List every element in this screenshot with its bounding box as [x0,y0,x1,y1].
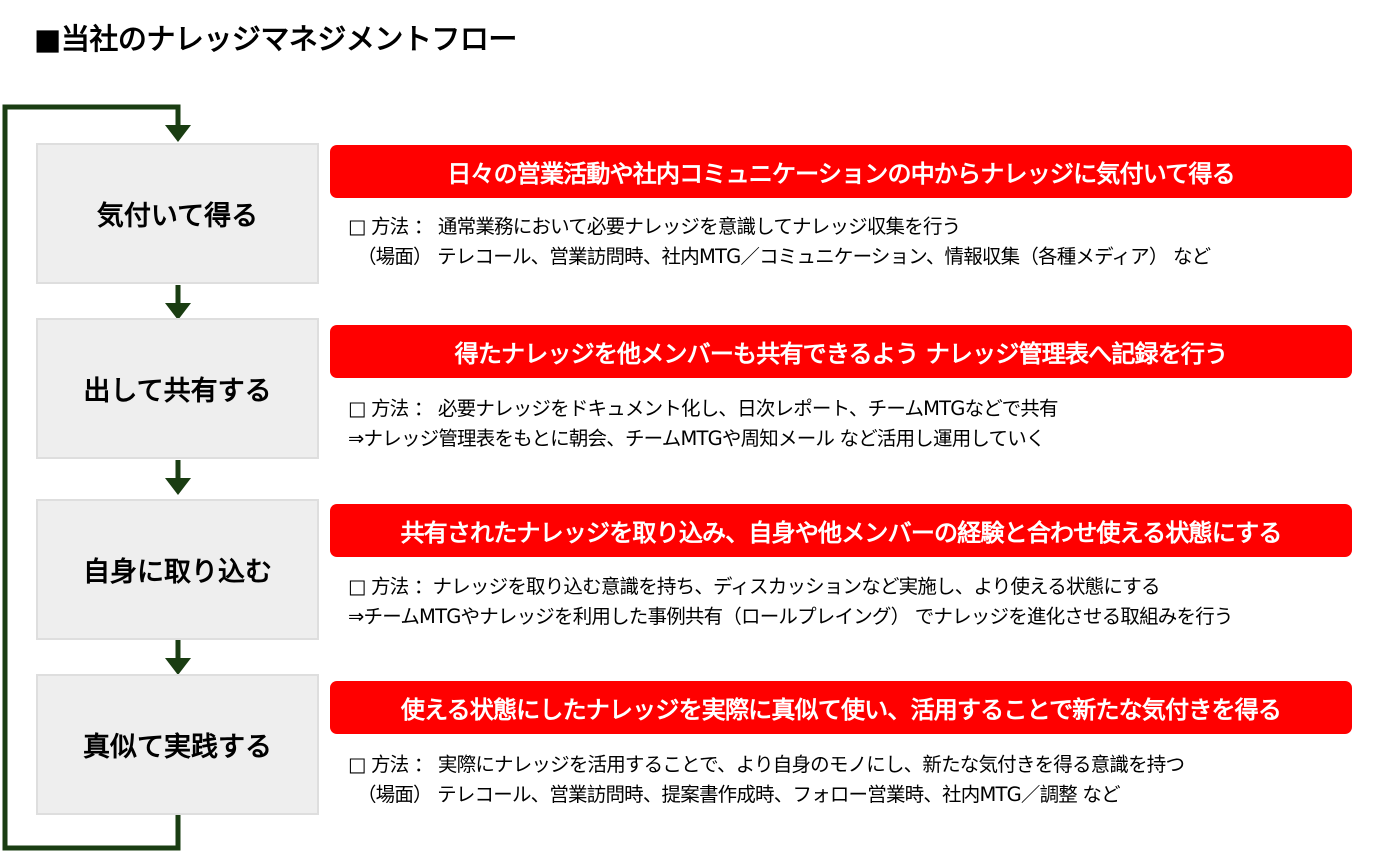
step-description-share: □ 方法 ： 必要ナレッジをドキュメント化し、日次レポート、チームMTGなどで共… [348,394,1388,454]
arrow-head-top [165,125,191,142]
loop-back-line [2,104,181,851]
step-box-practice: 真似て実践する [36,674,319,815]
step-banner-notice: 日々の営業活動や社内コミュニケーションの中からナレッジに気付いて得る [330,145,1352,198]
step-banner-practice: 使える状態にしたナレッジを実際に真似て使い、活用することで新たな気付きを得る [330,681,1352,734]
step-description-absorb: □ 方法 ：ナレッジを取り込む意識を持ち、ディスカッションなど実施し、より使える… [348,572,1388,632]
arrow-head-2 [165,478,191,495]
description-line: □ 方法 ： 実際にナレッジを活用することで、より自身のモノにし、新たな気付きを… [348,753,1185,776]
step-box-share: 出して共有する [36,318,319,459]
step-description-practice: □ 方法 ： 実際にナレッジを活用することで、より自身のモノにし、新たな気付きを… [348,750,1388,810]
arrow-head-1 [165,303,191,320]
step-banner-share: 得たナレッジを他メンバーも共有できるよう ナレッジ管理表へ記録を行う [330,325,1352,378]
description-line: □ 方法 ： 必要ナレッジをドキュメント化し、日次レポート、チームMTGなどで共… [348,397,1059,420]
step-box-notice: 気付いて得る [36,143,319,284]
step-box-absorb: 自身に取り込む [36,499,319,640]
description-line: （場面） テレコール、営業訪問時、社内MTG／コミュニケーション、情報収集（各種… [348,245,1211,268]
page-title: ■当社のナレッジマネジメントフロー [34,22,517,56]
description-line: ⇒チームMTGやナレッジを利用した事例共有（ロールプレイング） でナレッジを進化… [348,605,1233,628]
description-line: （場面） テレコール、営業訪問時、提案書作成時、フォロー営業時、社内MTG／調整… [348,783,1121,806]
description-line: ⇒ナレッジ管理表をもとに朝会、チームMTGや周知メール など活用し運用していく [348,427,1045,450]
step-description-notice: □ 方法 ： 通常業務において必要ナレッジを意識してナレッジ収集を行う （場面）… [348,212,1388,272]
step-banner-absorb: 共有されたナレッジを取り込み、自身や他メンバーの経験と合わせ使える状態にする [330,504,1352,557]
arrow-head-3 [165,658,191,675]
description-line: □ 方法 ：ナレッジを取り込む意識を持ち、ディスカッションなど実施し、より使える… [348,575,1160,598]
description-line: □ 方法 ： 通常業務において必要ナレッジを意識してナレッジ収集を行う [348,215,961,238]
